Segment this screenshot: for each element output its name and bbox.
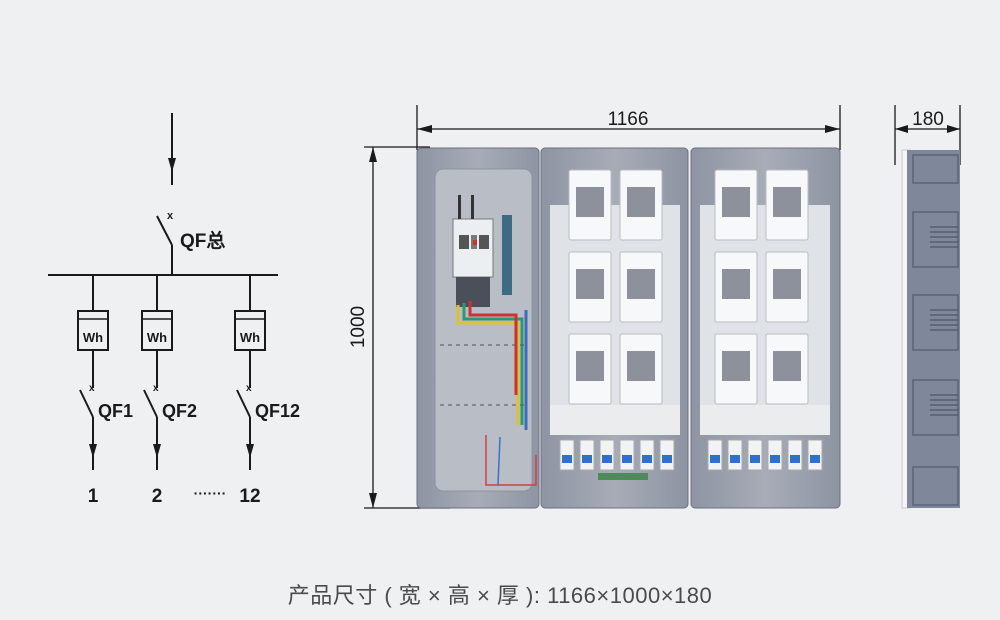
front-view: 1166 1000 — [348, 105, 841, 509]
branch-2: Wh x QF2 2 — [141, 275, 197, 507]
side-enclosure — [907, 150, 960, 508]
svg-text:x: x — [167, 210, 174, 222]
svg-text:x: x — [89, 383, 95, 394]
breaker-label: QF2 — [162, 401, 197, 421]
output-arrow-icon — [246, 444, 254, 458]
branch-breakers — [559, 439, 823, 480]
main-breaker-label: QF总 — [180, 229, 225, 252]
svg-text:Wh: Wh — [83, 330, 103, 345]
breaker-label: QF12 — [255, 401, 300, 421]
terminal-bar — [502, 215, 512, 295]
breaker-switch-icon — [79, 389, 94, 418]
breaker-label: QF1 — [98, 401, 133, 421]
side-view: 180 — [894, 105, 961, 509]
svg-text:x: x — [246, 383, 252, 394]
output-arrow-icon — [153, 444, 161, 458]
output-label: 12 — [239, 486, 260, 507]
main-breaker-switch — [156, 215, 173, 246]
output-arrow-icon — [89, 444, 97, 458]
svg-text:Wh: Wh — [240, 330, 260, 345]
dimension-caption: 产品尺寸 ( 宽 × 高 × 厚 ): 1166×1000×180 — [287, 583, 713, 608]
ellipsis: ······· — [194, 485, 227, 501]
svg-text:x: x — [153, 383, 159, 394]
enclosure-panel-main — [416, 147, 540, 509]
height-dimension-label: 1000 — [348, 306, 369, 348]
svg-text:Wh: Wh — [147, 330, 167, 345]
neutral-bar — [598, 473, 648, 480]
depth-dimension-label: 180 — [912, 109, 944, 130]
branch-12: Wh x QF12 12 — [234, 275, 300, 507]
breaker-switch-icon — [236, 389, 251, 418]
branch-1: Wh x QF1 1 — [77, 275, 133, 507]
width-dimension-label: 1166 — [608, 109, 649, 130]
breaker-switch-icon — [143, 389, 158, 418]
output-label: 2 — [152, 486, 163, 507]
single-line-schematic: x QF总 Wh x QF1 1 Wh x QF2 2 Wh — [48, 113, 300, 507]
incoming-arrow-icon — [168, 158, 176, 172]
output-label: 1 — [88, 486, 99, 507]
